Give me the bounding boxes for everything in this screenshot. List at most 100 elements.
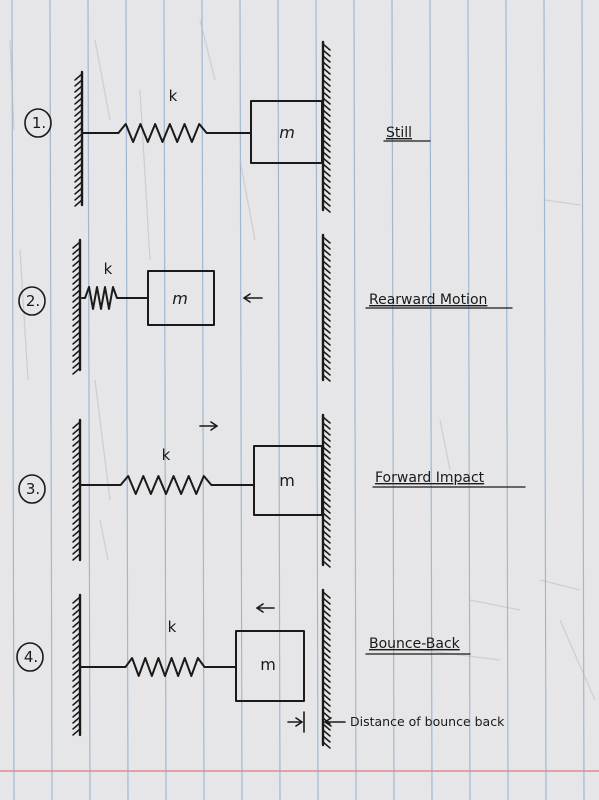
stage-4-left-wall-hatch	[72, 722, 81, 730]
stage-1-left-wall-hatch	[74, 175, 83, 183]
stage-3-left-wall-hatch	[72, 547, 81, 555]
stage-4-right-wall-hatch	[322, 711, 331, 719]
stage-3-right-wall-hatch	[322, 434, 331, 442]
stage-2-left-wall-hatch	[72, 247, 81, 255]
bleed-through-marks	[9, 19, 596, 701]
stage-3-left-wall-hatch	[72, 475, 81, 483]
stage-4-left-wall-hatch	[72, 692, 81, 700]
bleed-mark	[19, 249, 29, 381]
stage-2-left-wall-hatch	[72, 337, 81, 345]
stage-2-right-wall-hatch	[322, 248, 331, 256]
stage-3-right-wall-hatch	[322, 554, 331, 562]
stage-3-left-wall-hatch	[72, 511, 81, 519]
stage-2-right-wall-hatch	[322, 302, 331, 310]
bleed-mark	[139, 89, 151, 261]
stage-1-right-wall-hatch	[322, 115, 331, 123]
rule-line	[49, 0, 53, 800]
stage-3-right-wall-hatch	[322, 440, 331, 448]
bleed-mark	[469, 599, 521, 611]
stage-3-right-wall-hatch	[322, 422, 331, 430]
stage-1-number: 1.	[32, 114, 46, 132]
stage-2-left-wall-hatch	[72, 301, 81, 309]
stage-3-spring-coil	[111, 475, 221, 495]
stage-3-right-wall-hatch	[322, 428, 331, 436]
stage-1-left-wall-hatch	[74, 139, 83, 147]
stage-4-left-wall-hatch	[72, 644, 81, 652]
bleed-mark	[439, 419, 451, 471]
stage-4-right-wall-hatch	[322, 699, 331, 707]
stage-3-left-wall-hatch	[72, 433, 81, 441]
stage-2-spring-label: k	[104, 260, 113, 278]
stage-2-right-wall-hatch	[322, 266, 331, 274]
stage-3-left-wall-hatch	[72, 481, 81, 489]
stage-1-right-wall-hatch	[322, 187, 331, 195]
stage-1-right-wall-hatch	[322, 103, 331, 111]
stage-4-right-wall-hatch	[322, 663, 331, 671]
stage-3-spring-label: k	[162, 446, 171, 464]
stage-2-left-wall-hatch	[72, 259, 81, 267]
rule-line	[163, 0, 167, 800]
stage-3-left-wall-hatch	[72, 469, 81, 477]
stage-4-left-wall-hatch	[72, 668, 81, 676]
stage-4-right-wall-hatch	[322, 681, 331, 689]
stage-3-left-wall-hatch	[72, 463, 81, 471]
stage-2-left-wall-hatch	[72, 289, 81, 297]
stage-4-right-wall-hatch	[322, 609, 331, 617]
bounce-distance-arrow-in-head	[295, 717, 303, 727]
stage-4-left-wall-hatch	[72, 638, 81, 646]
rule-line	[429, 0, 433, 800]
stage-1-right-wall-hatch	[322, 151, 331, 159]
bleed-mark	[419, 649, 501, 661]
stage-3-left-wall-hatch	[72, 487, 81, 495]
stage-3-right-wall-hatch	[322, 560, 331, 568]
stage-2-right-wall-hatch	[322, 326, 331, 334]
stage-4-left-wall-hatch	[72, 626, 81, 634]
stage-3-right-wall-hatch	[322, 536, 331, 544]
stage-3-left-wall-hatch	[72, 553, 81, 561]
stage-2-right-wall-hatch	[322, 332, 331, 340]
stage-2-left-wall-hatch	[72, 343, 81, 351]
stage-4-left-wall-hatch	[72, 650, 81, 658]
rule-line	[353, 0, 357, 800]
stage-2: 2. k m Rearward Motion	[26, 260, 488, 310]
stage-4-right-wall-hatch	[322, 615, 331, 623]
stage-1-right-wall-hatch	[322, 121, 331, 129]
stage-3-right-wall-hatch	[322, 458, 331, 466]
stage-3-title: Forward Impact	[375, 470, 485, 486]
stage-3-right-wall-hatch	[322, 500, 331, 508]
stage-1-left-wall-hatch	[74, 79, 83, 87]
stage-4-mass-block	[235, 630, 305, 702]
stage-3-right-wall-hatch	[322, 518, 331, 526]
stage-4-number: 4.	[24, 648, 38, 666]
stage-4-left-wall-hatch	[72, 716, 81, 724]
stage-1-right-wall-hatch	[322, 175, 331, 183]
stage-1-right-wall-hatch	[322, 55, 331, 63]
stage-1-right-wall-hatch	[322, 97, 331, 105]
stage-2-left-wall-hatch	[72, 367, 81, 375]
bleed-mark	[239, 159, 256, 241]
rule-line	[125, 0, 129, 800]
stage-3-number: 3.	[26, 480, 40, 498]
stage-4-right-wall-hatch	[322, 729, 331, 737]
stage-4-right-wall-hatch	[322, 657, 331, 665]
bounce-distance-arrow-out-head	[324, 717, 332, 727]
stage-1-left-wall-hatch	[74, 151, 83, 159]
stage-1-spring-label: k	[169, 87, 178, 105]
stage-3-mass-label: m	[279, 471, 295, 490]
stage-2-right-wall-hatch	[322, 356, 331, 364]
stage-1-mass-block	[250, 100, 323, 164]
stage-2-left-wall-hatch	[72, 355, 81, 363]
stage-4-right-wall-hatch	[322, 627, 331, 635]
rule-line	[581, 0, 585, 800]
stage-1-right-wall-hatch	[322, 145, 331, 153]
stage-2-right-wall-hatch	[322, 290, 331, 298]
stage-3-right-wall-hatch	[322, 452, 331, 460]
stage-1-left-wall-hatch	[74, 157, 83, 165]
stage-4-right-wall-hatch	[322, 723, 331, 731]
stage-3-mass-block	[253, 445, 323, 516]
stage-1-left-wall-hatch	[74, 163, 83, 171]
stage-2-right-wall-hatch	[322, 362, 331, 370]
stage-1-left-wall-hatch	[74, 85, 83, 93]
stage-3-right-wall-hatch	[322, 506, 331, 514]
